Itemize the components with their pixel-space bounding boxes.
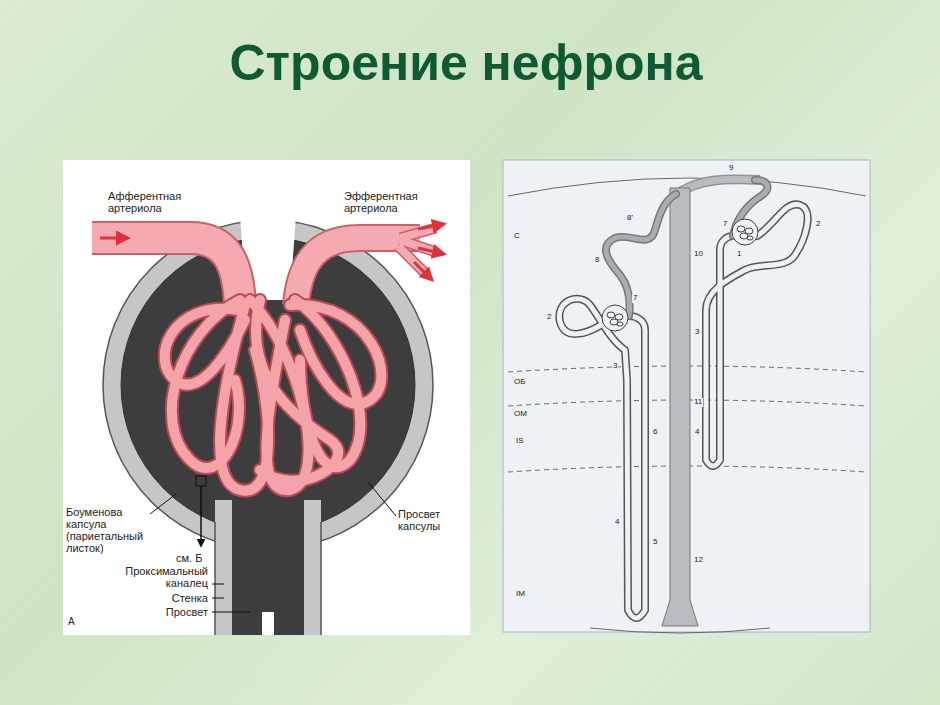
part-label: Просвет (98, 606, 208, 618)
callout-number: 7 (722, 220, 728, 229)
panel-right (503, 160, 870, 632)
part-label: Афферентная артериола (108, 190, 208, 214)
callout-number: 7 (632, 294, 638, 303)
zone-label: ОБ (514, 378, 525, 387)
callout-number: 2 (546, 313, 552, 322)
callout-number: 8 (594, 256, 600, 265)
callout-number: 10 (693, 250, 704, 259)
zone-label: ОМ (514, 410, 527, 419)
part-label: Просвет капсулы (398, 508, 462, 532)
reference-label: см. Б (176, 552, 212, 564)
arterioles (92, 228, 436, 305)
part-label: Боуменова капсула (париетальный листок) (66, 506, 152, 554)
callout-number: 1 (736, 250, 742, 259)
callout-number: 2 (815, 220, 821, 229)
panel-letter: А (68, 616, 75, 627)
callout-number: 3 (612, 362, 618, 371)
panel-left (63, 160, 470, 635)
nephron-tubules (559, 180, 807, 618)
leader-lines (150, 476, 396, 612)
callout-number: 4 (614, 518, 620, 527)
slide-title: Строение нефрона (0, 36, 936, 91)
flow-arrows (100, 224, 444, 280)
glomerular-loops (165, 300, 382, 491)
callout-number: 8' (626, 214, 634, 223)
callout-number: 11 (693, 398, 703, 407)
zone-label: IM (516, 590, 525, 599)
kidney-zones (508, 178, 866, 633)
callout-number: 4 (694, 428, 700, 437)
part-label: Эфферентная артериола (344, 190, 444, 214)
callout-number: 3 (694, 328, 700, 337)
callout-number: 12 (693, 556, 704, 565)
zone-label: С (514, 232, 520, 241)
callout-number: 5 (652, 538, 658, 547)
zone-label: IS (516, 437, 524, 446)
part-label: Проксимальный каналец (98, 565, 208, 589)
callout-number: 9 (728, 164, 734, 173)
callout-number: 6 (652, 428, 658, 437)
part-label: Стенка (98, 592, 208, 604)
glomeruli (602, 219, 758, 331)
collecting-duct (662, 179, 760, 626)
